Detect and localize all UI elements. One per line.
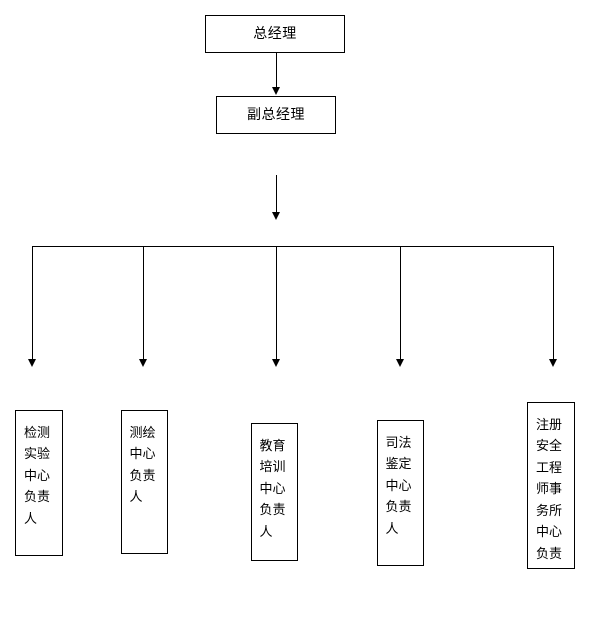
node-surveying-mapping-center[interactable]: 测绘中心负责人 [121, 410, 168, 554]
node-education-training-center-label: 教育培训中心负责人 [259, 439, 286, 540]
connector-bus-to-unit5-arrowhead [549, 359, 557, 367]
connector-gm-to-dgm-arrowhead [272, 87, 280, 95]
node-general-manager[interactable]: 总经理 [205, 15, 345, 53]
node-deputy-general-manager-label: 副总经理 [247, 106, 305, 123]
node-registered-safety-engineer-firm-center[interactable]: 注册安全工程师事务所中心负责 [527, 402, 575, 569]
connector-bus-to-unit3-arrowhead [272, 359, 280, 367]
node-registered-safety-engineer-firm-center-label: 注册安全工程师事务所中心负责 [536, 418, 563, 562]
node-deputy-general-manager[interactable]: 副总经理 [216, 96, 336, 134]
connector-bus-to-unit4-line [400, 246, 401, 360]
connector-bus-to-unit2-arrowhead [139, 359, 147, 367]
node-surveying-mapping-center-label: 测绘中心负责人 [129, 426, 156, 506]
connector-dgm-to-bus-line [276, 175, 277, 213]
connector-bus-to-unit1-line [32, 246, 33, 360]
connector-gm-to-dgm-line [276, 53, 277, 88]
node-general-manager-label: 总经理 [253, 25, 297, 42]
node-judicial-appraisal-center[interactable]: 司法鉴定中心负责人 [377, 420, 424, 566]
connector-bus-to-unit2-line [143, 246, 144, 360]
connector-bus-to-unit3-line [276, 246, 277, 360]
node-judicial-appraisal-center-label: 司法鉴定中心负责人 [385, 436, 412, 537]
connector-bus-to-unit5-line [553, 246, 554, 360]
node-testing-lab-center[interactable]: 检测实验中心负责人 [15, 410, 63, 556]
connector-bus-to-unit4-arrowhead [396, 359, 404, 367]
node-education-training-center[interactable]: 教育培训中心负责人 [251, 423, 298, 561]
connector-dgm-to-bus-arrowhead [272, 212, 280, 220]
connector-bus-to-unit1-arrowhead [28, 359, 36, 367]
node-testing-lab-center-label: 检测实验中心负责人 [24, 426, 51, 527]
connector-distribution-bar [32, 246, 554, 247]
